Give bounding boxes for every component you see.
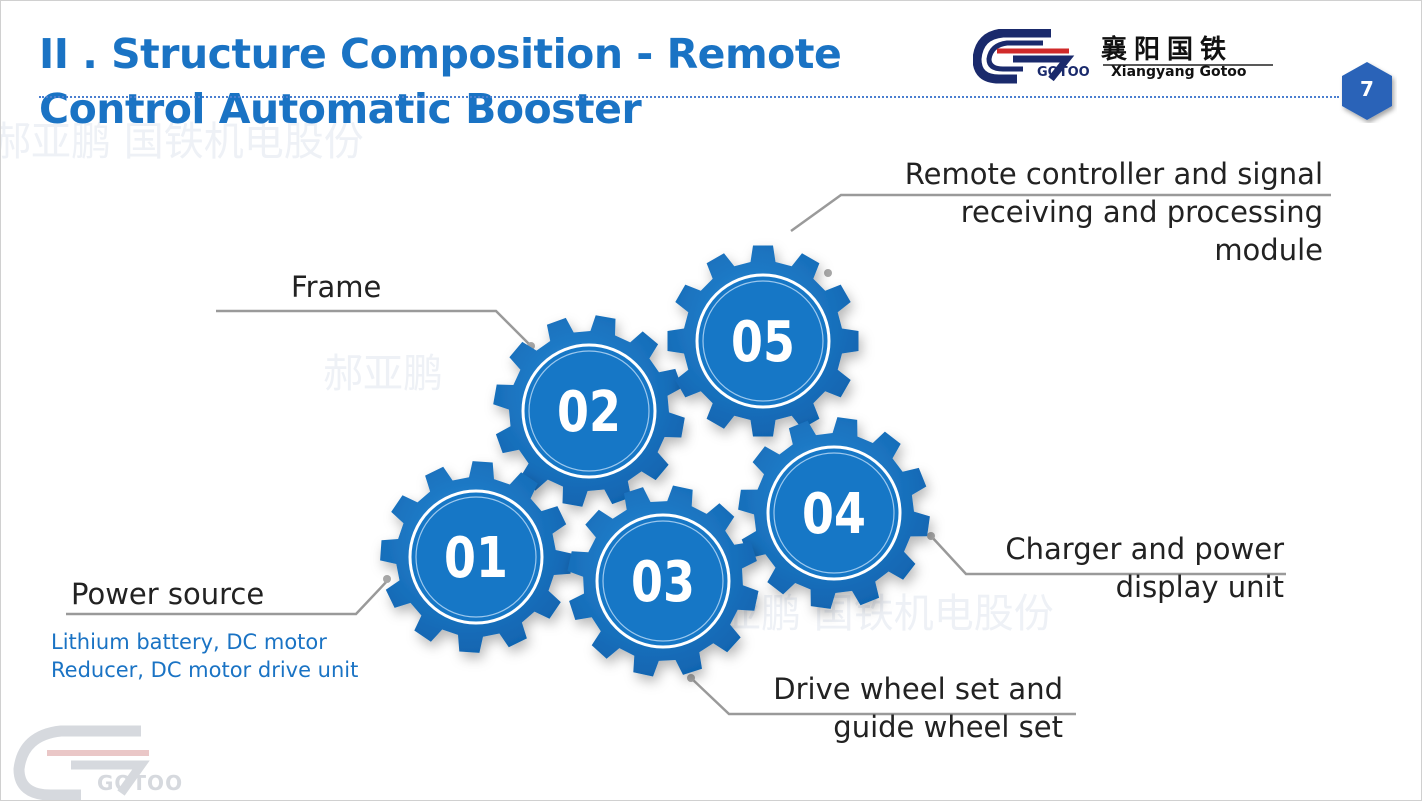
label-line: receiving and processing (960, 195, 1323, 229)
page-number: 7 (1360, 77, 1374, 101)
power-detail-line: Reducer, DC motor drive unit (51, 658, 359, 682)
title-divider (39, 96, 1339, 98)
connector-drive (690, 677, 1076, 716)
gear-inner-ring (602, 520, 724, 642)
label-line: module (1214, 233, 1323, 267)
title-line: Control Automatic Booster (39, 85, 642, 133)
label-line: Charger and power (1005, 532, 1284, 566)
label-line: Remote controller and signal (904, 157, 1323, 191)
gear-number: 02 (557, 380, 621, 446)
gear-ring (408, 489, 544, 625)
gear-ring (766, 445, 902, 581)
gear-number: 05 (731, 310, 795, 376)
connector-charger (930, 535, 1286, 576)
power-source-details: Lithium battery, DC motor Reducer, DC mo… (51, 628, 358, 684)
logo-mark-text: GOTOO (1037, 65, 1090, 80)
gotoo-logo-icon (973, 29, 1273, 84)
logo-chinese-name: 襄阳国铁 (1101, 35, 1234, 65)
gear-02: 02 (493, 315, 685, 507)
gear-inner-ring (415, 496, 537, 618)
label-line: guide wheel set (833, 710, 1063, 744)
gear-ring (595, 513, 731, 649)
gear-number: 04 (802, 482, 866, 548)
connector-power (66, 578, 390, 616)
gear-inner-ring (773, 452, 895, 574)
footer-logo-icon (13, 725, 150, 800)
gear-ring (521, 343, 657, 479)
gear-inner-ring (702, 280, 824, 402)
connector-lines (66, 193, 1331, 716)
label-line: Drive wheel set and (773, 672, 1063, 706)
gear-ring (695, 273, 831, 409)
page-badge-icon (1342, 62, 1392, 120)
gear-01: 01 (380, 461, 572, 653)
gear-inner-ring (528, 350, 650, 472)
title-line: II . Structure Composition - Remote (39, 30, 842, 78)
label-charger: Charger and power display unit (961, 530, 1284, 606)
gear-03: 03 (567, 485, 759, 677)
page-title: II . Structure Composition - Remote Cont… (39, 27, 939, 137)
power-detail-line: Lithium battery, DC motor (51, 630, 327, 654)
gear-number: 03 (631, 550, 695, 616)
connector-dots (383, 269, 935, 682)
gear-05: 05 (667, 245, 859, 437)
label-drive-wheel: Drive wheel set and guide wheel set (741, 670, 1063, 746)
logo-english-name: Xiangyang Gotoo (1111, 64, 1247, 80)
label-power-source: Power source (71, 577, 265, 611)
connector-remote (790, 193, 1331, 233)
connector-frame (216, 309, 532, 347)
gear-number: 01 (444, 526, 508, 592)
label-remote-controller: Remote controller and signal receiving a… (861, 155, 1323, 269)
footer-brand: GOTOO (97, 771, 184, 795)
label-frame: Frame (291, 270, 382, 304)
gear-04: 04 (738, 417, 930, 609)
label-line: display unit (1115, 570, 1284, 604)
